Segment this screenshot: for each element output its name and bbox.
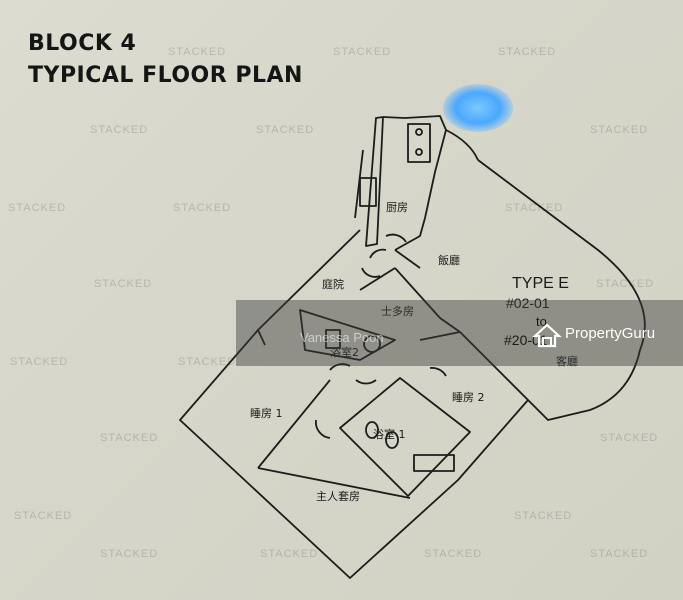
cooker-icon xyxy=(407,123,431,163)
kitchen-label: 厨房 xyxy=(386,201,408,214)
kitchen-wall xyxy=(382,116,406,119)
watermark: STACKED xyxy=(505,202,564,214)
living-wall xyxy=(477,159,646,421)
unit-range-to-word: to xyxy=(536,314,547,329)
bath1-wall xyxy=(339,377,471,497)
unit-type: TYPE E xyxy=(512,275,569,292)
store-wall xyxy=(359,267,396,291)
watermark: STACKED xyxy=(600,432,659,444)
unit-range-from: #02-01 xyxy=(506,295,550,311)
bath2-wall xyxy=(299,309,396,361)
watermark: STACKED xyxy=(100,548,159,560)
kitchen-wall xyxy=(365,116,384,247)
watermark: STACKED xyxy=(168,46,227,58)
watermark: STACKED xyxy=(90,124,149,136)
watermark: STACKED xyxy=(260,548,319,560)
watermark: STACKED xyxy=(100,432,159,444)
bedroom2-label: 睡房 2 xyxy=(452,391,485,404)
watermark: STACKED xyxy=(14,510,73,522)
yard-label: 庭院 xyxy=(322,278,344,291)
watermark: STACKED xyxy=(94,278,153,290)
watermark-banner xyxy=(236,300,683,366)
watermark: STACKED xyxy=(8,202,67,214)
kitchen-wall xyxy=(354,149,364,219)
partition-wall xyxy=(394,249,421,269)
dining-wall xyxy=(445,129,479,161)
master-bedroom-label: 主人套房 xyxy=(316,490,360,503)
watermark: STACKED xyxy=(256,124,315,136)
watermark: STACKED xyxy=(514,510,573,522)
living-label: 客廳 xyxy=(556,355,578,368)
store-label: 士多房 xyxy=(381,305,414,318)
bedroom1-wall xyxy=(257,379,331,469)
watermark: STACKED xyxy=(178,356,237,368)
master-wall xyxy=(257,467,411,499)
watermark: STACKED xyxy=(424,548,483,560)
watermark: STACKED xyxy=(10,356,69,368)
plan-title: TYPICAL FLOOR PLAN xyxy=(28,63,303,88)
propertyguru-logo-icon xyxy=(532,323,562,348)
propertyguru-brand: PropertyGuru xyxy=(565,325,656,342)
camera-glare xyxy=(443,84,513,132)
bath1-label: 浴室 1 xyxy=(373,428,406,441)
watermark: STACKED xyxy=(596,278,655,290)
block-title: BLOCK 4 xyxy=(28,31,137,56)
watermark: STACKED xyxy=(590,124,649,136)
agent-name: Vanessa Poon xyxy=(300,330,384,345)
watermark: STACKED xyxy=(333,46,392,58)
dining-label: 飯廳 xyxy=(438,254,460,267)
kitchen-wall xyxy=(394,115,447,251)
bedroom1-label: 睡房 1 xyxy=(250,407,283,420)
bath2-label: 浴室2 xyxy=(330,346,359,359)
watermark: STACKED xyxy=(590,548,649,560)
watermark: STACKED xyxy=(173,202,232,214)
washer-icon xyxy=(359,177,377,207)
watermark: STACKED xyxy=(498,46,557,58)
yard-wall xyxy=(394,267,441,319)
bedroom2-wall xyxy=(419,331,461,341)
